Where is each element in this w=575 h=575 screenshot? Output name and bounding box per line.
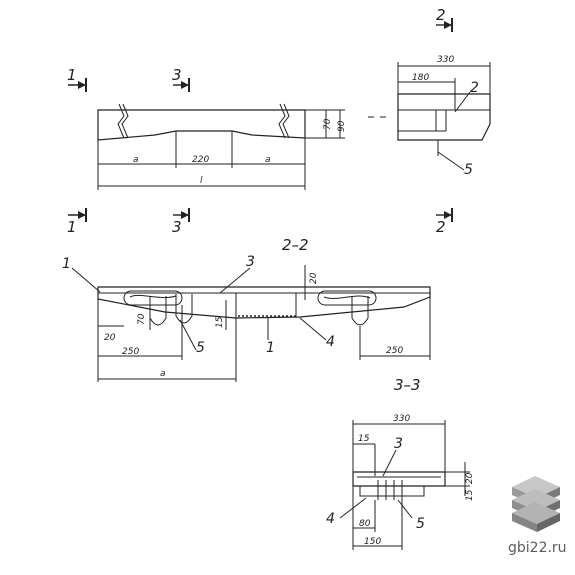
dim-150: 150 — [364, 537, 381, 547]
section-2-2 — [71, 265, 431, 382]
section-3-3 — [339, 420, 470, 550]
dim-a-right: a — [265, 155, 271, 165]
callout-2: 2 — [470, 80, 479, 96]
section-title-3-3: 3–3 — [394, 376, 421, 394]
callout-1-left: 1 — [62, 256, 71, 272]
dim-70: 70 — [323, 118, 333, 130]
dim-90: 90 — [337, 120, 347, 132]
callout-5-side: 5 — [464, 162, 473, 178]
dim-330-side: 330 — [437, 55, 454, 65]
section-arrow-icon — [444, 211, 452, 219]
dim-220: 220 — [192, 155, 209, 165]
dim-15-section: 15 — [215, 316, 225, 328]
callout-1-mid: 1 — [266, 340, 275, 356]
dim-15-3-right: 15 — [465, 489, 475, 501]
section-mark-3-bottom: 3 — [172, 218, 182, 236]
section-mark-2-bottom: 2 — [436, 218, 446, 236]
stacked-slabs-logo-icon — [512, 476, 560, 532]
section-mark-2-top: 2 — [436, 6, 446, 24]
dim-330-section: 330 — [393, 414, 410, 424]
dim-80: 80 — [359, 519, 371, 529]
section-arrow-icon — [78, 211, 86, 219]
dim-20: 20 — [104, 333, 116, 343]
beam-elevation — [68, 78, 386, 222]
dim-250-right: 250 — [386, 346, 403, 356]
dim-20-3: 20 — [465, 472, 475, 484]
callout-5-3: 5 — [416, 516, 425, 532]
dim-15-3: 15 — [358, 434, 370, 444]
dim-l-total: l — [200, 176, 203, 186]
callout-3-3: 3 — [394, 436, 403, 452]
dim-a-section: a — [160, 369, 166, 379]
section-arrow-icon — [444, 21, 452, 29]
dim-a-left: a — [133, 155, 139, 165]
dim-250-left: 250 — [122, 347, 139, 357]
callout-4-3: 4 — [326, 511, 335, 527]
section-arrow-icon — [181, 81, 189, 89]
section-arrow-icon — [78, 81, 86, 89]
callout-4: 4 — [326, 334, 335, 350]
section-mark-1-bottom: 1 — [67, 218, 77, 236]
dim-70-section: 70 — [137, 313, 147, 325]
watermark-text: gbi22.ru — [508, 540, 567, 556]
beam-side-view — [397, 18, 491, 222]
section-title-2-2: 2–2 — [282, 236, 309, 254]
callout-5: 5 — [196, 340, 205, 356]
dim-20-top: 20 — [309, 272, 319, 284]
dim-180: 180 — [412, 73, 429, 83]
callout-3: 3 — [246, 254, 255, 270]
section-arrow-icon — [181, 211, 189, 219]
section-mark-3-top: 3 — [172, 66, 182, 84]
section-mark-1-top: 1 — [67, 66, 77, 84]
